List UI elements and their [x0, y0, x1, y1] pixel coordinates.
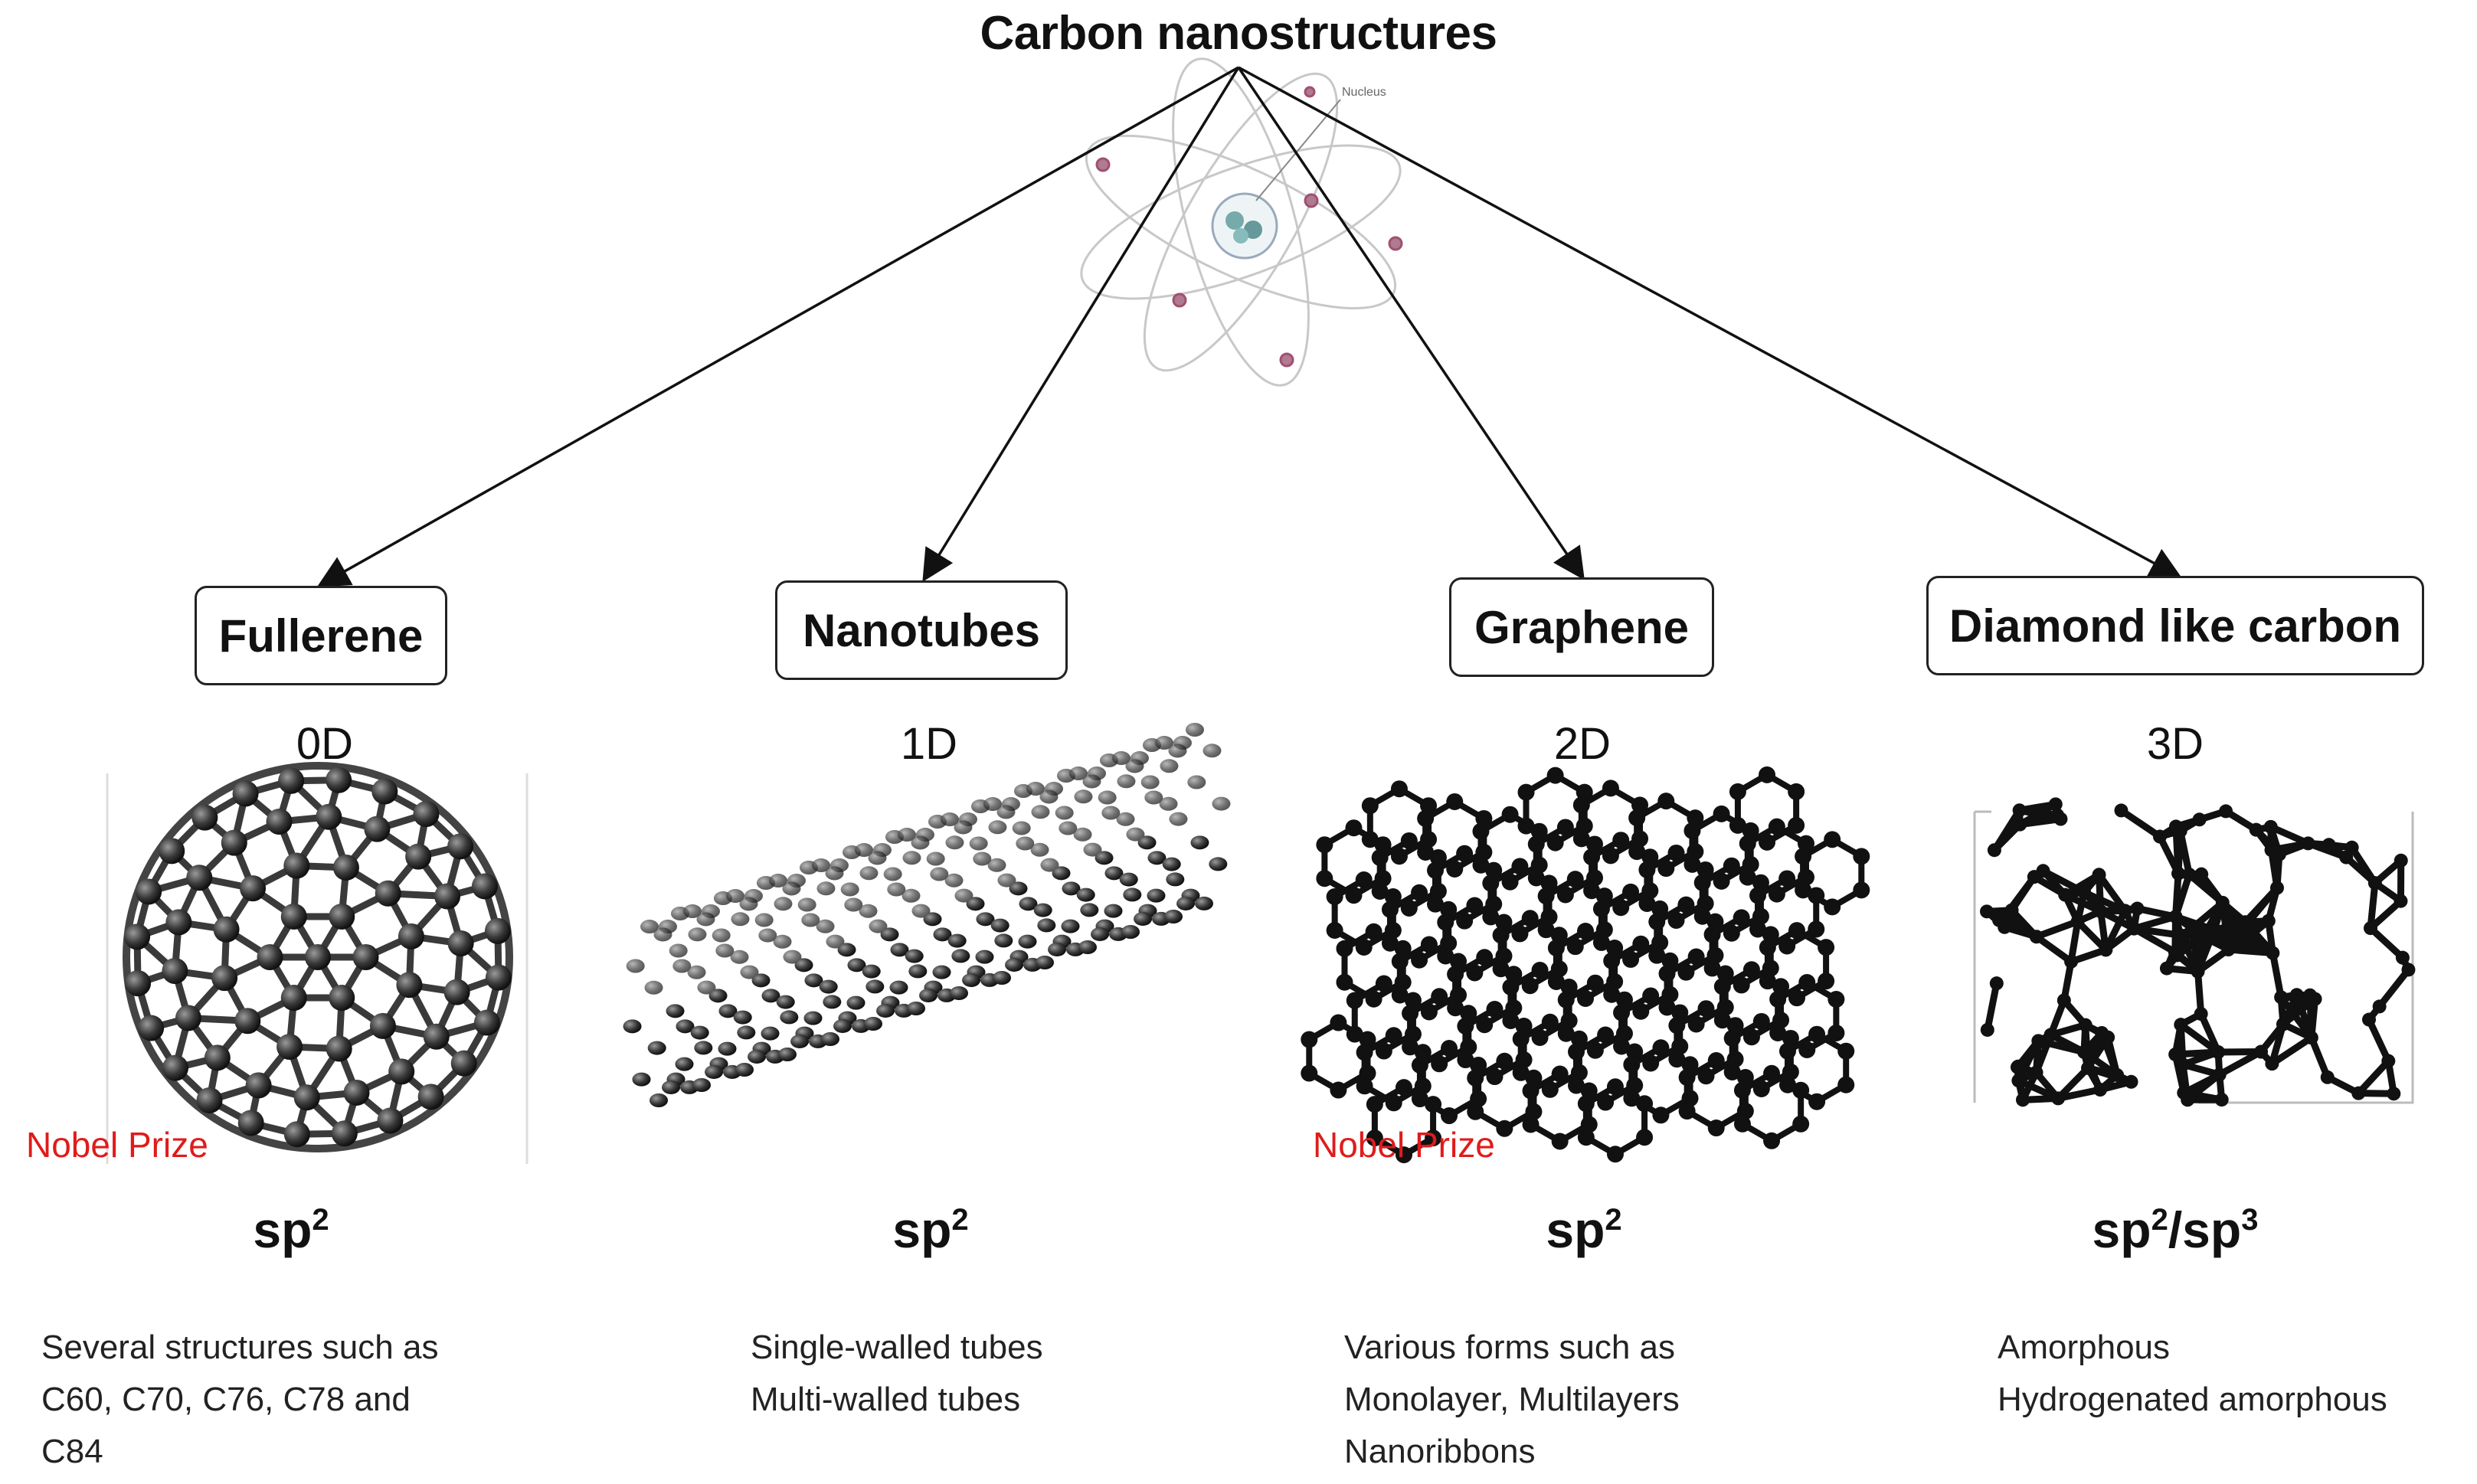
nucleus-label: Nucleus [1342, 86, 1386, 99]
hybridization-diamond-like-carbon: sp2/sp3 [1945, 1201, 2405, 1259]
hyb-base: sp [2092, 1201, 2151, 1258]
description-line: C84 [41, 1433, 103, 1470]
arrow-graphene [1237, 67, 1585, 580]
dimension-fullerene: 0D [296, 719, 354, 769]
box-nanotubes: Nanotubes [775, 580, 1068, 680]
nobel-prize-graphene: Nobel Prize [1313, 1125, 1495, 1165]
description-line: Single-walled tubes [751, 1329, 1043, 1366]
arrow-fullerene [316, 66, 1239, 587]
description-line: Nanoribbons [1344, 1433, 1536, 1470]
hybridization-fullerene: sp2 [61, 1201, 521, 1259]
atom-icon [1080, 57, 1403, 387]
description-fullerene: Several structures such as C60, C70, C76… [41, 1322, 438, 1478]
description-line: C60, C70, C76, C78 and [41, 1381, 411, 1418]
nobel-prize-fullerene: Nobel Prize [26, 1125, 208, 1165]
hyb-exp: 2 [312, 1203, 329, 1237]
hybridization-nanotubes: sp2 [701, 1201, 1160, 1259]
arrow-nanotubes [922, 67, 1240, 582]
box-fullerene: Fullerene [195, 586, 447, 685]
box-diamond-like-carbon: Diamond like carbon [1926, 576, 2424, 675]
hyb-exp: 2 [1605, 1203, 1622, 1237]
hyb-slash: /sp [2168, 1201, 2242, 1258]
hyb-exp2: 3 [2241, 1203, 2259, 1237]
fullerene-molecule-image [123, 762, 513, 1152]
box-graphene: Graphene [1449, 577, 1714, 677]
hyb-base: sp [1546, 1201, 1605, 1258]
dimension-graphene: 2D [1553, 719, 1612, 769]
description-line: Various forms such as [1344, 1329, 1676, 1366]
arrow-dlc [1238, 66, 2183, 579]
graphene-sheet-image [1301, 766, 1870, 1164]
page-title: Carbon nanostructures [980, 7, 1497, 60]
description-line: Amorphous [1998, 1329, 2171, 1366]
description-nanotubes: Single-walled tubes Multi-walled tubes [751, 1322, 1043, 1426]
description-line: Monolayer, Multilayers [1344, 1381, 1680, 1418]
diamond-like-carbon-image [1973, 797, 2416, 1107]
hyb-exp: 2 [951, 1203, 969, 1237]
nanotube-molecule-image [623, 723, 1231, 1107]
hyb-exp: 2 [2151, 1203, 2168, 1237]
connector-arrows [316, 66, 2183, 587]
description-graphene: Various forms such as Monolayer, Multila… [1344, 1322, 1680, 1478]
description-line: Several structures such as [41, 1329, 439, 1366]
description-diamond-like-carbon: Amorphous Hydrogenated amorphous [1998, 1322, 2387, 1426]
dimension-nanotubes: 1D [900, 719, 958, 769]
description-line: Hydrogenated amorphous [1998, 1381, 2387, 1418]
hyb-base: sp [253, 1201, 312, 1258]
hybridization-graphene: sp2 [1354, 1201, 1814, 1259]
hyb-base: sp [892, 1201, 952, 1258]
dimension-diamond-like-carbon: 3D [2146, 719, 2204, 769]
description-line: Multi-walled tubes [751, 1381, 1021, 1418]
